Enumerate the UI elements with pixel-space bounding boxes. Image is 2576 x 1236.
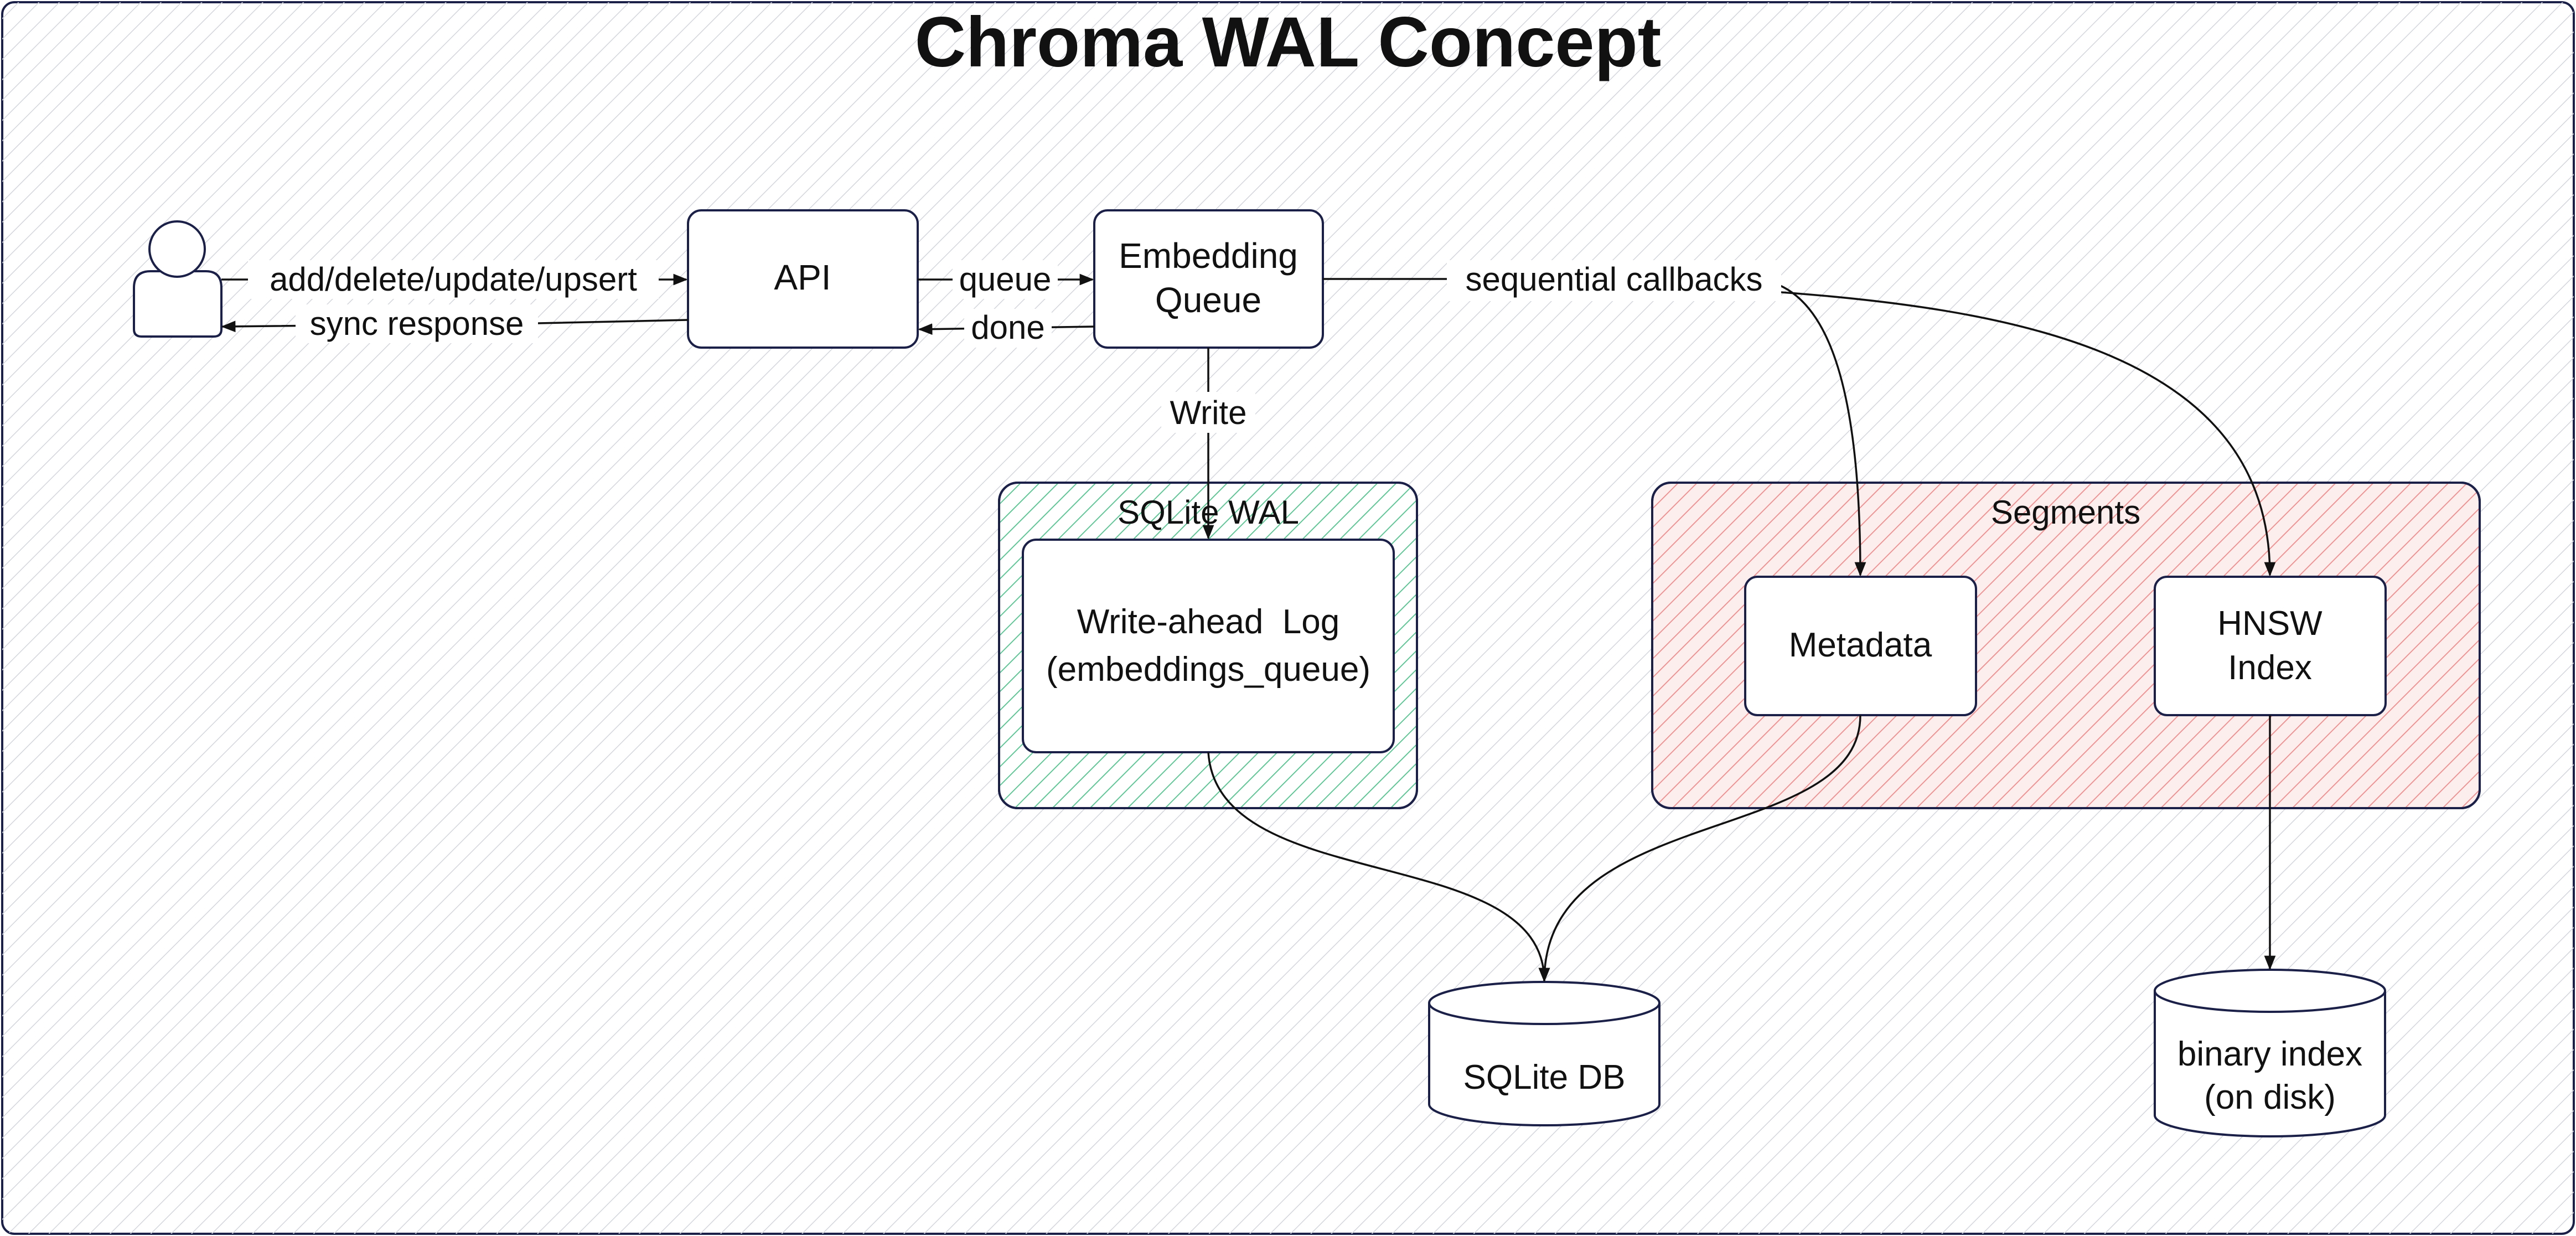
svg-text:HNSW: HNSW bbox=[2217, 604, 2322, 643]
node-binary-index: binary index (on disk) bbox=[2154, 969, 2386, 1137]
svg-text:Queue: Queue bbox=[1155, 280, 1261, 320]
diagram-title: Chroma WAL Concept bbox=[915, 3, 1662, 82]
svg-text:Embedding: Embedding bbox=[1119, 236, 1298, 276]
node-hnsw-index: HNSW Index bbox=[2154, 576, 2387, 716]
node-api: API bbox=[687, 209, 919, 349]
svg-text:done: done bbox=[971, 309, 1044, 346]
svg-text:add/delete/update/upsert: add/delete/update/upsert bbox=[270, 261, 637, 298]
user-icon bbox=[133, 220, 223, 338]
svg-text:(on disk): (on disk) bbox=[2204, 1078, 2336, 1116]
group-segments-label: Segments bbox=[1991, 494, 2140, 531]
edge-write: Write bbox=[1161, 348, 1255, 540]
node-sqlite-db: SQLite DB bbox=[1428, 981, 1661, 1126]
edge-done: done bbox=[918, 309, 1095, 348]
svg-text:sequential callbacks: sequential callbacks bbox=[1466, 261, 1763, 298]
edge-queue: queue bbox=[918, 260, 1094, 299]
svg-text:sync response: sync response bbox=[310, 305, 524, 342]
svg-text:(embeddings_queue): (embeddings_queue) bbox=[1046, 650, 1370, 689]
svg-text:Write: Write bbox=[1170, 394, 1247, 431]
svg-text:API: API bbox=[774, 257, 831, 297]
edge-sequential-callbacks: sequential callbacks bbox=[1323, 260, 2276, 577]
edge-add-delete-update-upsert: add/delete/update/upsert bbox=[221, 260, 688, 299]
edge-metadata-to-sqlite-db bbox=[1538, 715, 1861, 982]
svg-text:Index: Index bbox=[2228, 649, 2312, 687]
node-embedding-queue: Embedding Queue bbox=[1093, 209, 1324, 349]
edge-sync-response: sync response bbox=[221, 304, 689, 343]
node-write-ahead-log: Write-ahead Log (embeddings_queue) bbox=[1022, 539, 1395, 753]
svg-text:queue: queue bbox=[959, 261, 1052, 298]
svg-text:binary index: binary index bbox=[2177, 1035, 2362, 1073]
edge-wal-to-sqlite-db bbox=[1207, 752, 1550, 982]
svg-text:SQLite DB: SQLite DB bbox=[1463, 1058, 1626, 1097]
node-metadata: Metadata bbox=[1744, 576, 1977, 716]
svg-text:Write-ahead Log: Write-ahead Log bbox=[1077, 603, 1339, 641]
svg-text:Metadata: Metadata bbox=[1789, 626, 1932, 664]
